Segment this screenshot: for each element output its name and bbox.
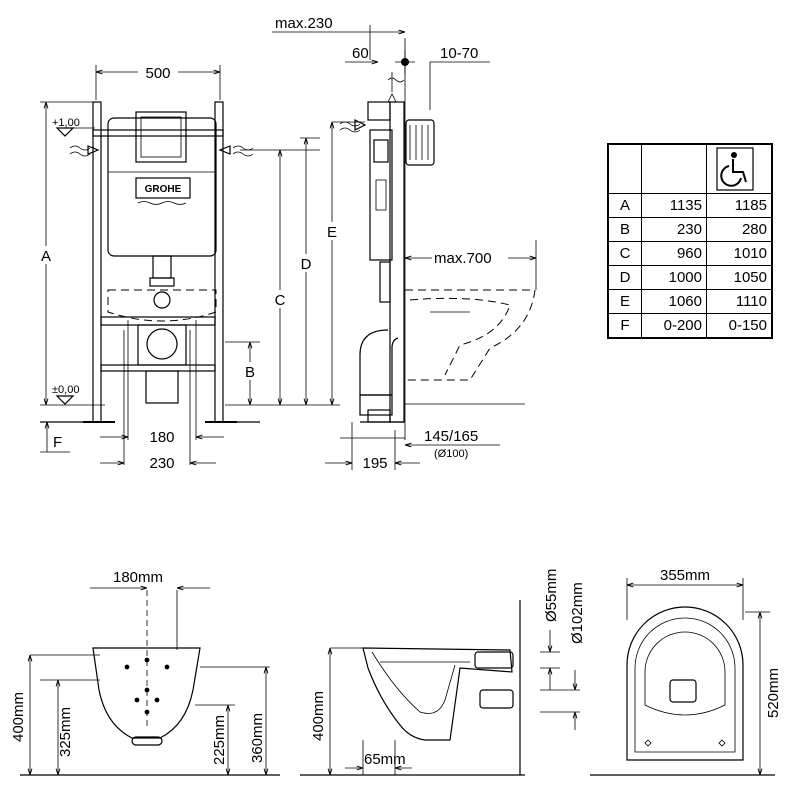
row-key: A <box>607 193 642 218</box>
svg-text:B: B <box>245 364 255 381</box>
table-row: D 1000 1050 <box>607 265 773 290</box>
svg-text:10-70: 10-70 <box>440 45 478 62</box>
svg-text:C: C <box>275 292 286 309</box>
svg-text:520mm: 520mm <box>765 668 782 718</box>
row-key: F <box>607 313 642 339</box>
svg-text:max.230: max.230 <box>275 15 333 32</box>
table-row: E 1060 1110 <box>607 289 773 314</box>
header-accessible-cell <box>706 143 773 194</box>
row-accessible: 1050 <box>706 265 773 290</box>
svg-text:325mm: 325mm <box>57 707 74 757</box>
svg-text:65mm: 65mm <box>364 751 406 768</box>
svg-text:Ø102mm: Ø102mm <box>569 582 586 644</box>
row-accessible: 1010 <box>706 241 773 266</box>
svg-text:355mm: 355mm <box>660 567 710 584</box>
row-accessible: 1110 <box>706 289 773 314</box>
svg-text:360mm: 360mm <box>249 713 266 763</box>
bowl-side-view: 400mm 65mm Ø55mm Ø102mm <box>300 569 586 776</box>
svg-text:145/165: 145/165 <box>424 428 478 445</box>
header-key-cell <box>607 143 642 194</box>
table-header-row <box>607 143 773 194</box>
svg-text:Ø55mm: Ø55mm <box>543 569 560 622</box>
svg-text:180mm: 180mm <box>113 569 163 586</box>
svg-text:+1,00: +1,00 <box>52 117 80 129</box>
frame-side-view: E max.230 60 10-70 max.700 145/165 (Ø100… <box>272 15 537 472</box>
bowl-top-view: 355mm 520mm <box>590 567 782 776</box>
row-accessible: 0-150 <box>706 313 773 339</box>
svg-text:GROHE: GROHE <box>145 184 182 195</box>
svg-text:(Ø100): (Ø100) <box>434 448 468 460</box>
svg-text:195: 195 <box>362 455 387 472</box>
table-row: C 960 1010 <box>607 241 773 266</box>
row-key: D <box>607 265 642 290</box>
row-key: B <box>607 217 642 242</box>
svg-text:max.700: max.700 <box>434 250 492 267</box>
row-standard: 960 <box>641 241 707 266</box>
svg-text:230: 230 <box>149 455 174 472</box>
svg-text:180: 180 <box>149 429 174 446</box>
row-standard: 0-200 <box>641 313 707 339</box>
row-standard: 230 <box>641 217 707 242</box>
bowl-front-view: 180mm 400mm 325mm 225mm 360mm <box>10 569 280 776</box>
row-accessible: 1185 <box>706 193 773 218</box>
svg-text:±0,00: ±0,00 <box>52 384 79 396</box>
svg-text:F: F <box>53 434 62 451</box>
header-standard-cell <box>641 143 707 194</box>
svg-text:225mm: 225mm <box>211 715 228 765</box>
frame-front-view: GROHE +1,00 <box>38 63 340 472</box>
row-key: C <box>607 241 642 266</box>
row-accessible: 280 <box>706 217 773 242</box>
table-row: F 0-200 0-150 <box>607 313 773 339</box>
svg-text:D: D <box>301 256 312 273</box>
svg-text:400mm: 400mm <box>10 692 27 742</box>
svg-text:400mm: 400mm <box>310 691 327 741</box>
row-standard: 1135 <box>641 193 707 218</box>
svg-text:500: 500 <box>145 65 170 82</box>
row-key: E <box>607 289 642 314</box>
row-standard: 1000 <box>641 265 707 290</box>
table-row: B 230 280 <box>607 217 773 242</box>
dimension-table: A 1135 1185 B 230 280 C 960 1010 D 1000 … <box>607 143 773 339</box>
table-row: A 1135 1185 <box>607 193 773 218</box>
svg-text:E: E <box>327 224 337 241</box>
svg-text:A: A <box>41 248 51 265</box>
grohe-logo <box>135 177 191 199</box>
row-standard: 1060 <box>641 289 707 314</box>
svg-text:60: 60 <box>352 45 369 62</box>
